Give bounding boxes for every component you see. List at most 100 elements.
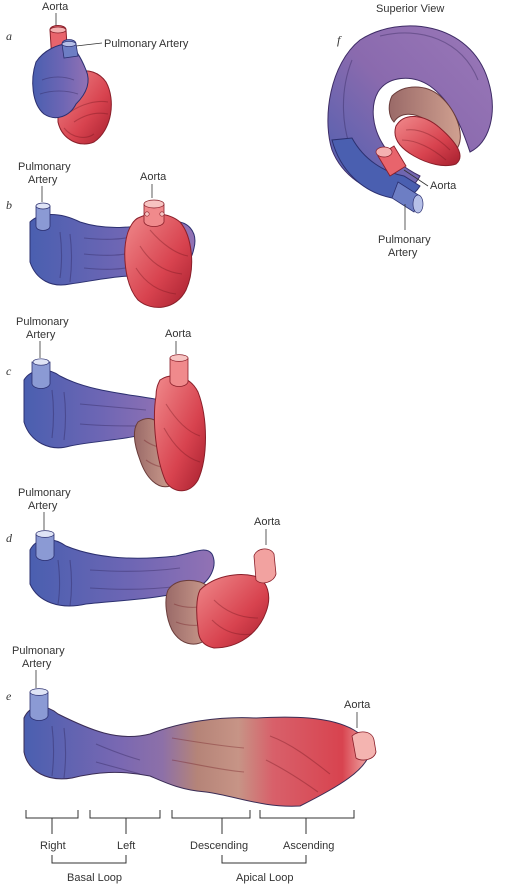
panel-f-aorta-leader bbox=[403, 169, 429, 187]
panel-b-aorta-tube bbox=[143, 203, 165, 227]
panel-letter-d: d bbox=[6, 531, 13, 545]
panel-c: c Pulmonary Artery Aorta bbox=[6, 316, 206, 492]
panel-c-pulmonary-opening bbox=[32, 358, 50, 366]
panel-b-red-rib-2 bbox=[135, 267, 177, 295]
panel-a-aorta-opening bbox=[49, 26, 67, 34]
panel-f-aorta-opening bbox=[375, 146, 393, 158]
panel-b-aorta-opening bbox=[143, 199, 165, 209]
panel-a-aorta-label: Aorta bbox=[42, 1, 69, 13]
segment-brackets: Right Left Descending Ascending Basal Lo… bbox=[25, 810, 355, 884]
panel-a-fibers-2 bbox=[73, 112, 109, 123]
panel-c-aorta-tube bbox=[169, 357, 189, 387]
panel-d-red-rib-1 bbox=[213, 599, 259, 619]
panel-e-tan-rib-1 bbox=[171, 737, 245, 749]
panel-c-pulmonary-label-1: Pulmonary bbox=[16, 316, 69, 328]
panel-b-apical-loop bbox=[124, 213, 193, 308]
panel-e-red-rib-2 bbox=[265, 759, 319, 793]
panel-c-rib-3 bbox=[79, 403, 147, 411]
panel-d-pulmonary-label-1: Pulmonary bbox=[18, 487, 71, 499]
panel-d-pulmonary-opening bbox=[35, 530, 55, 538]
panel-b-red-rib-3 bbox=[149, 229, 189, 257]
panel-e-pulmonary-opening bbox=[29, 688, 49, 696]
panel-d-aorta-label: Aorta bbox=[254, 516, 281, 528]
panel-b-red-rib-1 bbox=[139, 245, 183, 275]
panel-a-blue-fibers-1 bbox=[41, 76, 75, 81]
panel-d-pulmonary-label-2: Artery bbox=[28, 500, 58, 512]
panel-letter-e: e bbox=[6, 689, 12, 703]
panel-e-unfolded-band bbox=[23, 706, 371, 807]
panel-c-pulmonary-label-2: Artery bbox=[26, 329, 56, 341]
panel-c-ascending-segment bbox=[154, 375, 206, 492]
panel-b-pulmonary-label-2: Artery bbox=[28, 174, 58, 186]
panel-f-aorta-label: Aorta bbox=[430, 180, 457, 192]
panel-f-red-fibers-2 bbox=[401, 139, 447, 161]
panel-d-ascending-segment bbox=[196, 574, 270, 649]
panel-b-aorta-label: Aorta bbox=[140, 171, 167, 183]
panel-b-rib-2 bbox=[69, 233, 73, 283]
panel-f-pulmonary-label-2: Artery bbox=[388, 247, 418, 259]
bracket-left bbox=[89, 810, 161, 819]
panel-c-rib-2 bbox=[63, 391, 67, 441]
panel-e-rib-3 bbox=[95, 743, 141, 761]
panel-a-apex-fibers bbox=[63, 127, 95, 138]
panel-c-pulmonary-tube bbox=[31, 361, 51, 389]
panel-e-tan-rib-2 bbox=[171, 759, 245, 773]
panel-a-pulmonary-label: Pulmonary Artery bbox=[104, 38, 189, 50]
panel-d-red-rib-2 bbox=[211, 619, 253, 636]
panel-d-aorta-tube bbox=[253, 548, 277, 584]
panel-d-rib-2 bbox=[69, 559, 73, 607]
panel-c-aorta-opening bbox=[169, 354, 189, 362]
panel-e-rib-1 bbox=[51, 725, 55, 777]
panel-letter-c: c bbox=[6, 364, 12, 378]
panel-e-aorta-tube bbox=[351, 731, 377, 761]
panel-a-blue-fibers-2 bbox=[39, 90, 79, 95]
panel-letter-f: f bbox=[337, 33, 342, 47]
panel-f-red-fibers-1 bbox=[405, 129, 451, 151]
panel-b-rib-1 bbox=[59, 231, 63, 279]
bracket-ascending bbox=[259, 810, 355, 819]
segment-label-basal-loop: Basal Loop bbox=[67, 872, 122, 884]
segment-label-left: Left bbox=[117, 840, 135, 852]
panel-d-pulmonary-tube bbox=[35, 533, 55, 561]
panel-d: d Pulmonary Artery Aorta bbox=[6, 487, 281, 649]
panel-b-aorta-branch-1 bbox=[144, 211, 150, 217]
panel-f-pulmonary-label-1: Pulmonary bbox=[378, 234, 431, 246]
panel-d-rib-3 bbox=[89, 567, 181, 572]
panel-d-rib-1 bbox=[57, 559, 61, 605]
panel-b-pulmonary-opening bbox=[35, 202, 51, 210]
panel-f-pulmonary-opening bbox=[412, 194, 424, 214]
panel-f-outer-band bbox=[327, 25, 493, 197]
panel-e-aorta-label: Aorta bbox=[344, 699, 371, 711]
bracket-right bbox=[25, 810, 79, 819]
panel-e-pulmonary-label-2: Artery bbox=[22, 658, 52, 670]
panel-f-ring-fibers-2 bbox=[379, 32, 479, 81]
panel-letter-b: b bbox=[6, 198, 12, 212]
panel-c-rib-1 bbox=[51, 389, 55, 439]
panel-e-pulmonary-tube bbox=[29, 691, 49, 721]
panel-e-rib-4 bbox=[95, 761, 141, 775]
panel-a-pulmonary-leader bbox=[75, 42, 103, 47]
panel-f: f Superior View Aorta Pulmonary Artery bbox=[327, 3, 493, 259]
panel-letter-a: a bbox=[6, 29, 12, 43]
panel-b-pulmonary-tube bbox=[35, 205, 51, 231]
panel-b-pulmonary-label-1: Pulmonary bbox=[18, 161, 71, 173]
segment-label-right: Right bbox=[40, 840, 66, 852]
panel-f-title: Superior View bbox=[376, 3, 444, 15]
panel-c-aorta-label: Aorta bbox=[165, 328, 192, 340]
panel-c-red-rib-2 bbox=[163, 427, 201, 463]
bracket-basal-loop bbox=[51, 855, 127, 864]
panel-e: e Pulmonary Artery Aorta bbox=[6, 645, 377, 807]
panel-a-fibers-1 bbox=[69, 100, 109, 113]
panel-e-pulmonary-label-1: Pulmonary bbox=[12, 645, 65, 657]
panel-a-pulmonary-opening bbox=[61, 41, 77, 47]
segment-label-apical-loop: Apical Loop bbox=[236, 872, 294, 884]
bracket-descending bbox=[171, 810, 251, 819]
panel-b: b Pulmonary Artery Aorta bbox=[6, 161, 196, 308]
panel-b-aorta-branch-2 bbox=[159, 211, 165, 217]
segment-label-descending: Descending bbox=[190, 840, 248, 852]
panel-f-ascending-segment bbox=[394, 116, 461, 167]
segment-label-ascending: Ascending bbox=[283, 840, 334, 852]
panel-e-red-rib-1 bbox=[269, 735, 331, 775]
